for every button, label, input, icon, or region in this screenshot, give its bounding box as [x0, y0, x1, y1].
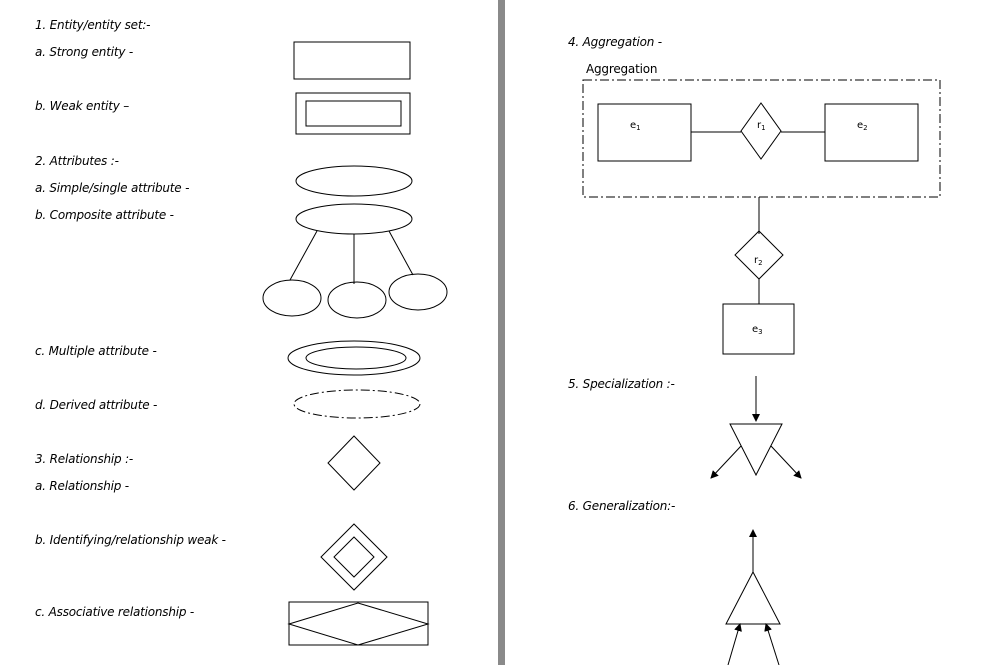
relationship-r1-label: r1: [757, 120, 766, 132]
entity-heading: 1. Entity/entity set:-: [35, 18, 151, 32]
attributes-heading: 2. Attributes :-: [35, 154, 119, 168]
generalization-shape: [725, 529, 781, 665]
composite-attribute-label: b. Composite attribute -: [35, 208, 174, 222]
relationship-label: a. Relationship -: [35, 479, 129, 493]
entity-e2-box: [824, 103, 919, 162]
entity-e1-box: [597, 103, 692, 162]
multiple-attribute-shape: [287, 340, 421, 376]
strong-entity-label: a. Strong entity -: [35, 45, 133, 59]
relationship-r1-diamond: [740, 102, 782, 160]
relationship-r2-diamond: [734, 230, 784, 280]
aggregation-boundary: [582, 79, 941, 198]
associative-relationship-label: c. Associative relationship -: [35, 605, 195, 619]
aggregation-diagram: e1 r1 e2 r2 e3: [582, 79, 941, 355]
aggregation-heading: 4. Aggregation -: [568, 35, 662, 49]
entity-e2-label: e2: [857, 120, 868, 132]
simple-attribute-shape: [295, 165, 413, 197]
weak-entity-label: b. Weak entity –: [35, 99, 130, 113]
entity-e3-box: [722, 303, 795, 355]
specialization-shape: [710, 376, 802, 479]
strong-entity-shape: [293, 41, 411, 80]
composite-attribute-shape: [262, 203, 448, 319]
relationship-r2-label: r2: [754, 255, 763, 267]
identifying-relationship-shape: [320, 523, 388, 591]
derived-attribute-label: d. Derived attribute -: [35, 398, 158, 412]
simple-attribute-label: a. Simple/single attribute -: [35, 181, 190, 195]
page-divider: [498, 0, 505, 665]
derived-attribute-shape: [293, 389, 421, 419]
entity-e3-label: e3: [752, 324, 763, 336]
specialization-heading: 5. Specialization :-: [568, 377, 675, 391]
multiple-attribute-label: c. Multiple attribute -: [35, 344, 157, 358]
identifying-relationship-label: b. Identifying/relationship weak -: [35, 533, 226, 547]
aggregation-box-label: Aggregation: [586, 62, 658, 76]
relationship-shape: [327, 435, 381, 491]
generalization-heading: 6. Generalization:-: [568, 499, 676, 513]
relationship-heading: 3. Relationship :-: [35, 452, 134, 466]
entity-e1-label: e1: [630, 120, 641, 132]
associative-relationship-shape: [287, 601, 430, 646]
weak-entity-shape: [295, 92, 411, 135]
